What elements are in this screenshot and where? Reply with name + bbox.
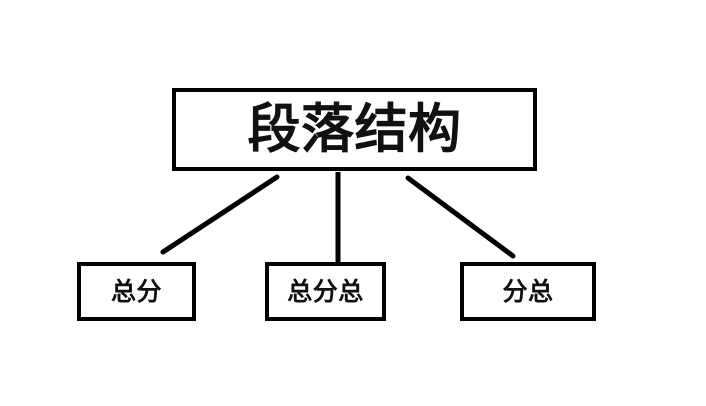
child-node-zong-fen: 总分 [77, 262, 196, 321]
connector-line-right [405, 175, 516, 259]
child-node-zong-fen-zong: 总分总 [265, 262, 386, 321]
root-node-paragraph-structure: 段落结构 [172, 88, 537, 171]
child-node-label: 分总 [502, 277, 554, 306]
connector-line-left [160, 174, 280, 255]
child-node-fen-zong: 分总 [460, 262, 596, 321]
root-node-label: 段落结构 [247, 99, 462, 160]
child-node-label: 总分总 [287, 277, 364, 306]
child-node-label: 总分 [110, 277, 162, 306]
